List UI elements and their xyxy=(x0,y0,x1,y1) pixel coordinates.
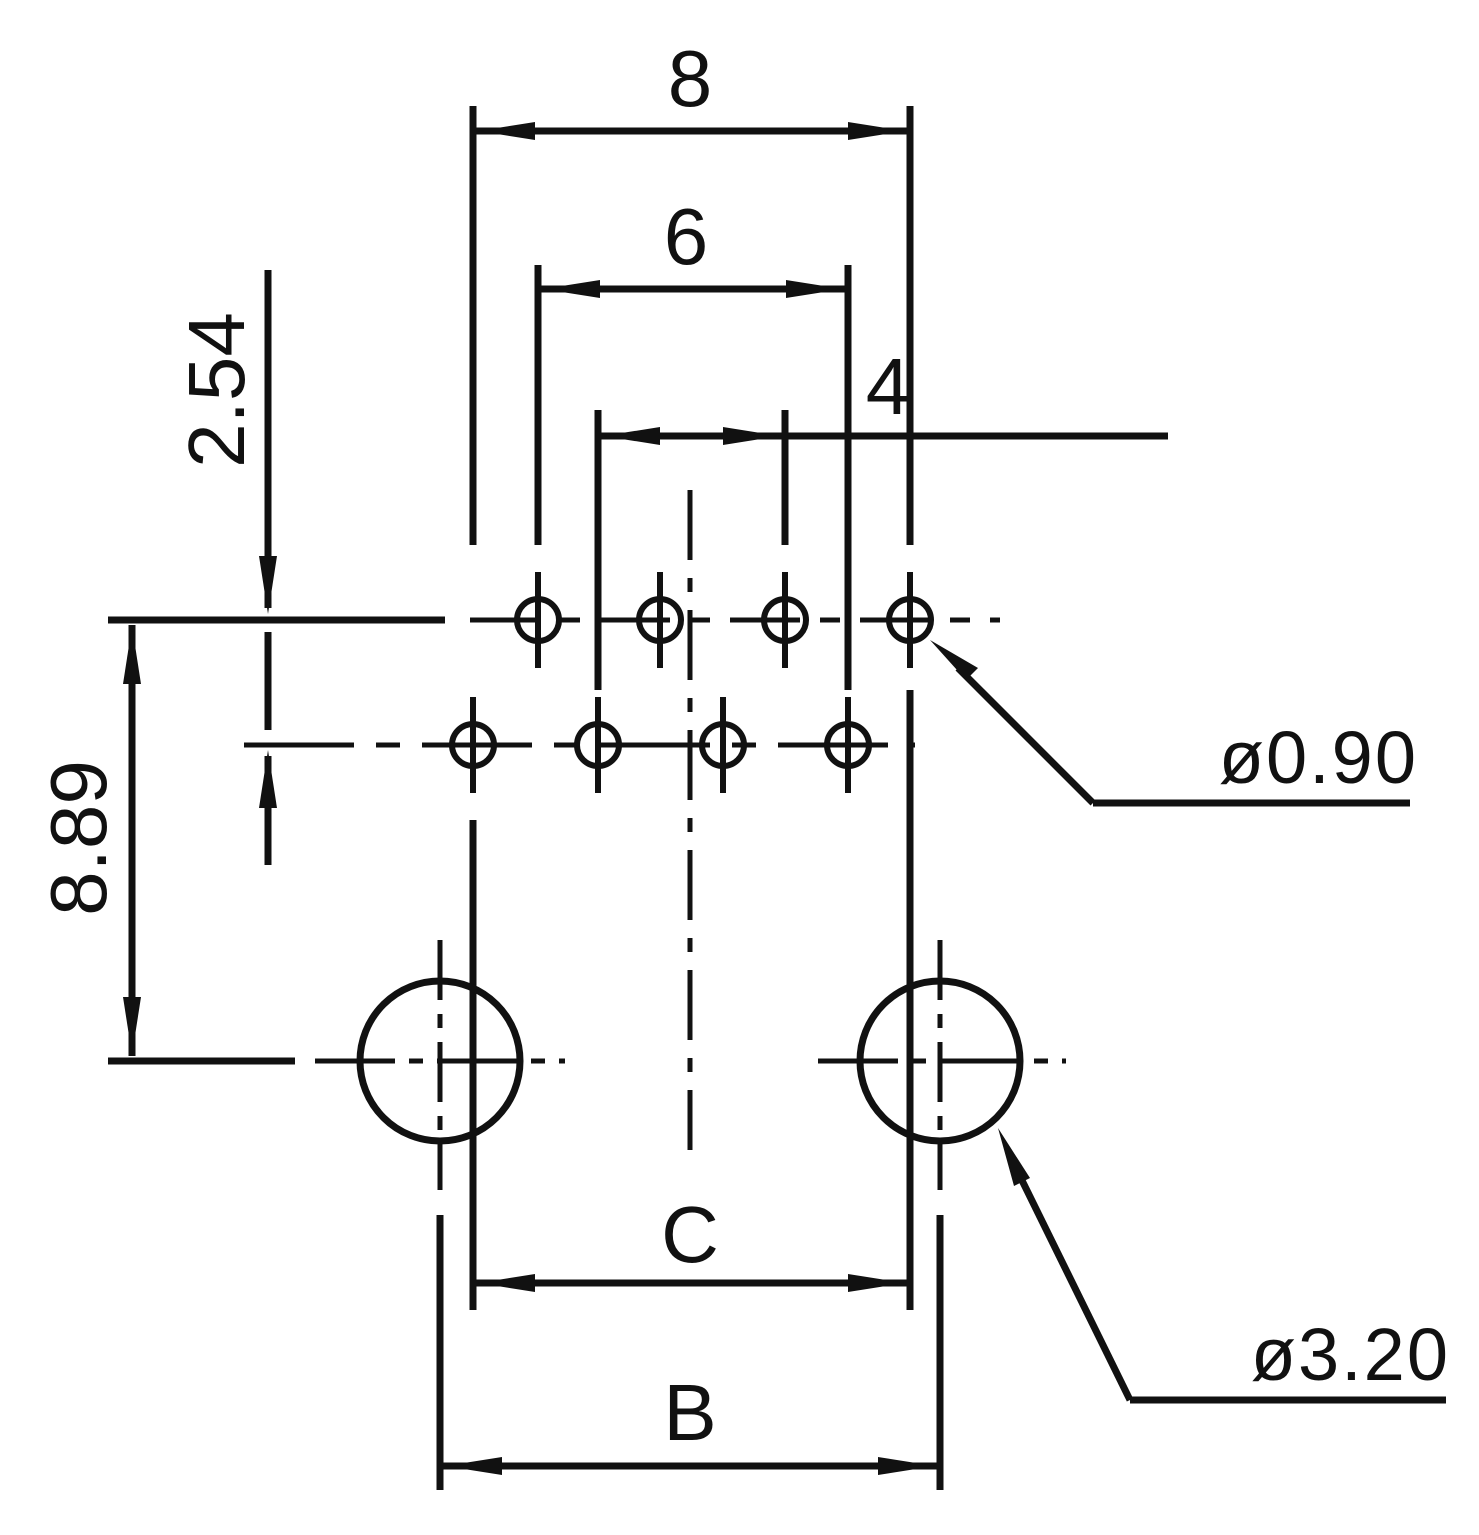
pin-hole xyxy=(886,572,934,668)
pin-hole xyxy=(636,572,684,668)
callout-pin-diameter: ø0.90 xyxy=(930,640,1418,807)
pin-hole xyxy=(574,697,622,793)
dimension-2-54: 2.54 xyxy=(172,270,277,865)
pin-hole xyxy=(514,572,562,668)
dimension-b-label: B xyxy=(663,1368,716,1457)
dimension-4: 4 xyxy=(594,342,1168,690)
dimension-8: 8 xyxy=(469,34,914,545)
dimension-c-label: C xyxy=(661,1190,719,1279)
dimension-4-label: 4 xyxy=(866,342,911,431)
dimension-8-89-label: 8.89 xyxy=(34,760,123,916)
pin-hole xyxy=(449,697,497,793)
dimension-2-54-label: 2.54 xyxy=(172,312,261,468)
pin-hole xyxy=(699,697,747,793)
mount-hole-left xyxy=(315,940,565,1190)
dimension-b: B xyxy=(436,1215,944,1490)
callout-pin-diameter-label: ø0.90 xyxy=(1219,716,1418,799)
dimension-6-label: 6 xyxy=(664,192,709,281)
mount-hole-right xyxy=(818,940,1066,1190)
dimension-8-label: 8 xyxy=(668,34,713,123)
extension-lines-c xyxy=(469,690,914,1310)
callout-mount-diameter: ø3.20 xyxy=(998,1128,1450,1404)
pin-row-top xyxy=(470,572,1000,668)
dimension-6: 6 xyxy=(534,192,852,690)
pin-row-bottom xyxy=(244,697,915,793)
pin-hole xyxy=(761,572,809,668)
dimension-c: C xyxy=(473,1190,910,1292)
callout-mount-diameter-label: ø3.20 xyxy=(1251,1313,1450,1396)
pin-hole xyxy=(824,697,872,793)
dimension-8-89: 8.89 xyxy=(34,616,445,1065)
